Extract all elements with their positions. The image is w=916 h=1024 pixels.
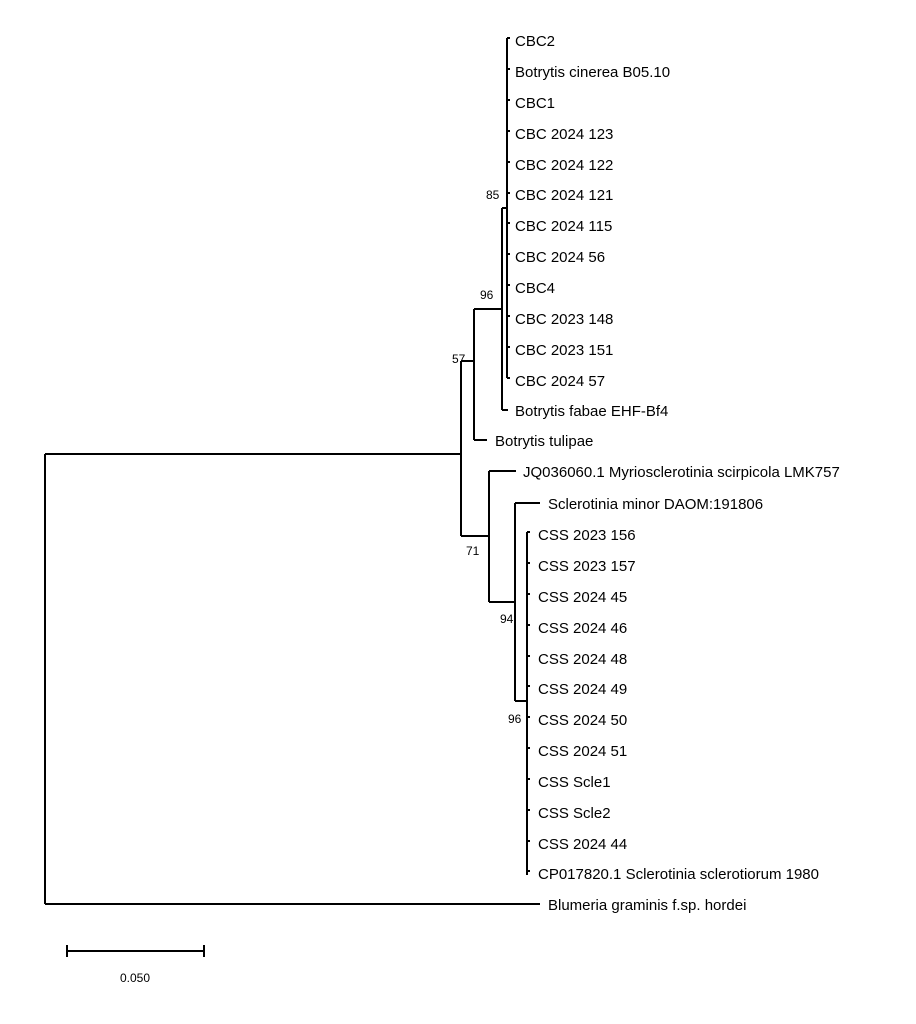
leaf-label: CSS 2024 50 xyxy=(538,712,627,729)
leaf-label: Sclerotinia minor DAOM:191806 xyxy=(548,496,763,513)
leaf-label: CSS 2024 48 xyxy=(538,651,627,668)
leaf-label: CSS 2023 156 xyxy=(538,527,636,544)
leaf-label: CSS 2024 51 xyxy=(538,743,627,760)
leaf-label: Botrytis cinerea B05.10 xyxy=(515,64,670,81)
leaf-label: CBC2 xyxy=(515,33,555,50)
leaf-label: CSS Scle2 xyxy=(538,805,611,822)
support-value: 94 xyxy=(500,612,514,626)
scale-bar: 0.050 xyxy=(66,945,205,985)
leaf-label: CBC 2024 121 xyxy=(515,187,613,204)
leaf-label: CBC 2024 123 xyxy=(515,126,613,143)
leaf-label: CBC 2023 151 xyxy=(515,342,613,359)
leaf-label: CSS 2024 46 xyxy=(538,620,627,637)
leaf-label: CSS 2024 45 xyxy=(538,589,627,606)
leaf-label: CBC1 xyxy=(515,95,555,112)
support-value: 85 xyxy=(486,188,500,202)
scale-bar-label: 0.050 xyxy=(120,971,150,985)
leaf-label: CSS 2024 49 xyxy=(538,681,627,698)
leaf-label: CBC 2023 148 xyxy=(515,311,613,328)
support-value: 57 xyxy=(452,352,466,366)
support-values: 85 96 57 71 94 96 xyxy=(452,188,522,726)
leaf-label: CBC 2024 57 xyxy=(515,373,605,390)
leaf-label: CBC 2024 122 xyxy=(515,157,613,174)
tree-branches xyxy=(44,37,540,905)
leaf-labels: CBC2 Botrytis cinerea B05.10 CBC1 CBC 20… xyxy=(495,33,840,914)
leaf-label: JQ036060.1 Myriosclerotinia scirpicola L… xyxy=(523,464,840,481)
leaf-label: CBC 2024 115 xyxy=(515,218,612,235)
leaf-label: Blumeria graminis f.sp. hordei xyxy=(548,897,746,914)
support-value: 96 xyxy=(480,288,494,302)
leaf-label: Botrytis fabae EHF-Bf4 xyxy=(515,403,668,420)
leaf-label: CBC 2024 56 xyxy=(515,249,605,266)
support-value: 71 xyxy=(466,544,480,558)
leaf-label: CSS Scle1 xyxy=(538,774,611,791)
leaf-label: CSS 2024 44 xyxy=(538,836,627,853)
leaf-label: CSS 2023 157 xyxy=(538,558,636,575)
support-value: 96 xyxy=(508,712,522,726)
leaf-label: Botrytis tulipae xyxy=(495,433,593,450)
leaf-label: CP017820.1 Sclerotinia sclerotiorum 1980 xyxy=(538,866,819,883)
leaf-label: CBC4 xyxy=(515,280,555,297)
